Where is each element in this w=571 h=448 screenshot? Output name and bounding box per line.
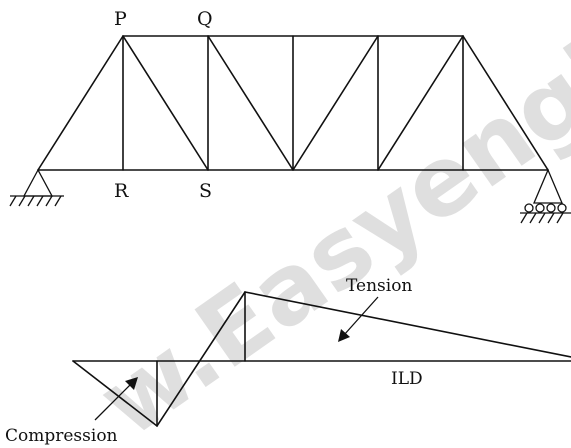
node-label-Q: Q: [197, 8, 213, 30]
roller-wheel-1: [524, 203, 534, 213]
roller-support-triangle: [533, 168, 563, 204]
pinned-support-left: [9, 168, 64, 207]
diagonal-member-3: [292, 35, 379, 171]
truss: P Q R S: [37, 8, 549, 202]
ild-tension-line: [244, 291, 571, 358]
tension-arrow-head: [338, 329, 350, 342]
right-end-post: [462, 35, 549, 171]
compression-arrow-head: [125, 377, 138, 390]
tension-label: Tension: [346, 276, 412, 296]
compression-arrow-shaft: [94, 383, 132, 421]
roller-wheel-4: [557, 203, 567, 213]
left-end-post: [37, 35, 124, 171]
node-label-P: P: [114, 8, 127, 30]
ild-label: ILD: [391, 369, 423, 389]
tension-arrow-shaft: [343, 296, 379, 336]
compression-label: Compression: [5, 426, 118, 446]
diagonal-member-PS: [122, 35, 209, 171]
roller-wheel-3: [546, 203, 556, 213]
watermark-text: w.Easyengin: [79, 0, 571, 448]
roller-wheel-2: [535, 203, 545, 213]
node-label-S: S: [199, 180, 212, 202]
pin-support-triangle: [22, 168, 54, 197]
influence-line-diagram: Tension ILD Compression: [5, 276, 571, 446]
node-label-R: R: [114, 180, 129, 202]
diagonal-member-2: [207, 35, 294, 171]
ground-hatch-right: [520, 212, 564, 224]
roller-support-right: [520, 168, 571, 224]
ground-hatch-left: [9, 195, 62, 207]
diagonal-member-4: [377, 35, 464, 171]
